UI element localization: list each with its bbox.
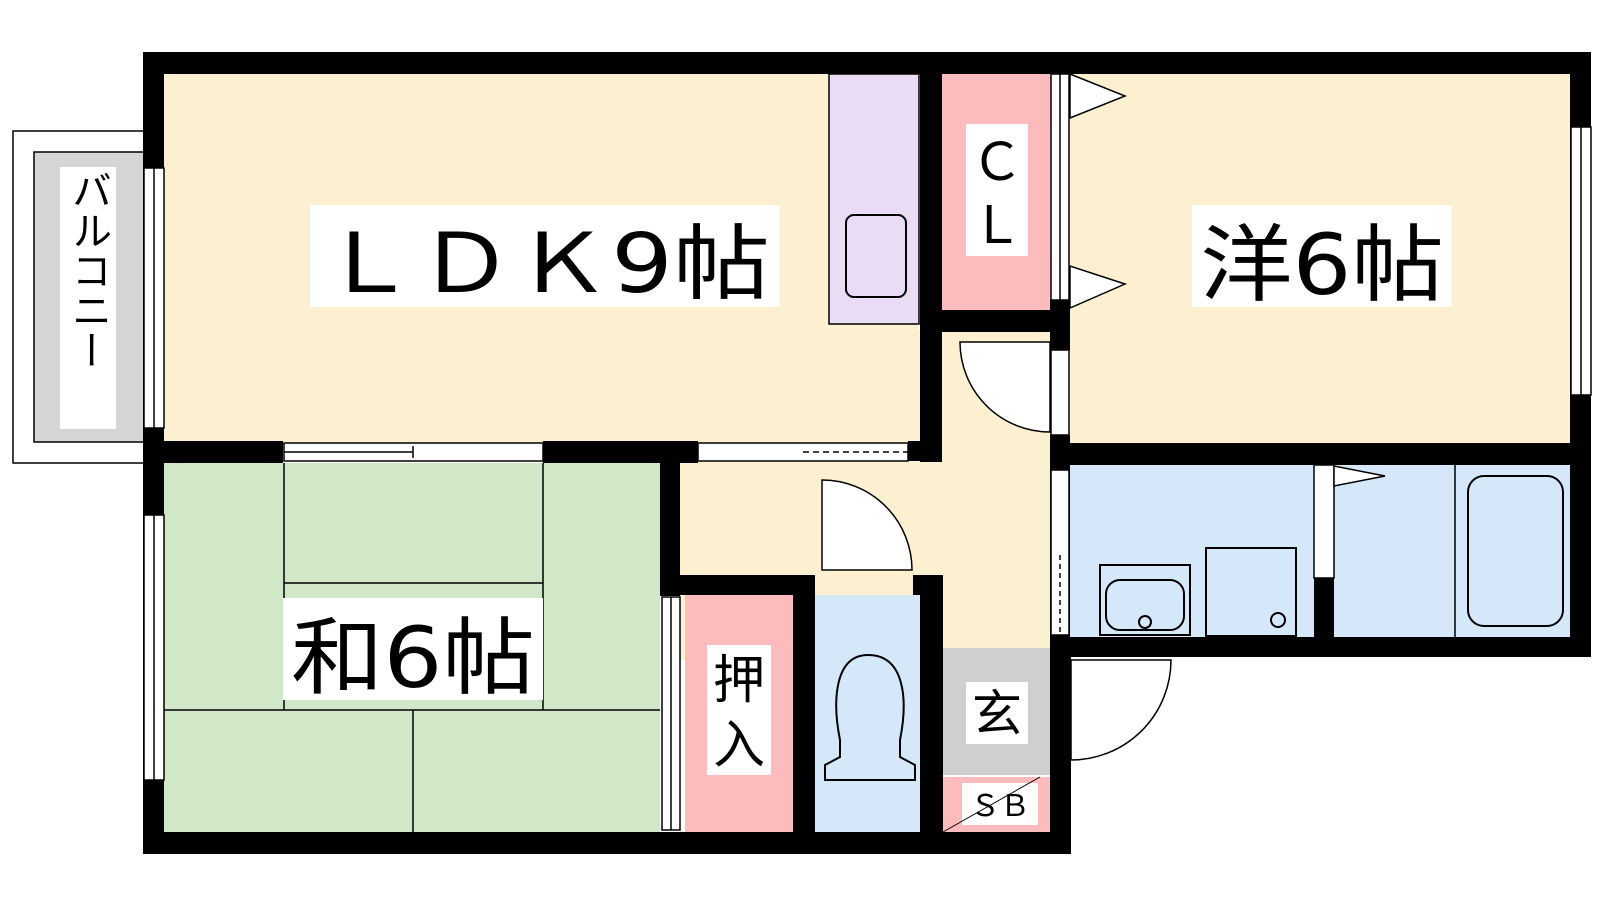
western-room-label: 洋6帖 xyxy=(1200,216,1444,314)
door-swings xyxy=(821,72,1386,761)
shoebox-label: ＳＢ xyxy=(970,789,1030,824)
sliding-doors xyxy=(283,73,1335,831)
toilet-icon xyxy=(824,653,916,781)
balcony-label-bg xyxy=(60,167,116,429)
oshiire-label-bg xyxy=(707,645,771,775)
closet-label-line1: Ｃ xyxy=(971,133,1023,193)
ldk-label: ＬＤＫ9帖 xyxy=(320,217,770,312)
bathtub-icon xyxy=(1467,475,1564,627)
closet-label-line2: Ｌ xyxy=(971,196,1023,256)
closet-label-bg xyxy=(966,124,1028,256)
shoebox-divider xyxy=(942,776,1041,833)
japanese-room-label-bg xyxy=(283,598,543,700)
washbasin-bowl-icon xyxy=(1105,579,1185,631)
kitchen-sink-icon xyxy=(845,214,907,298)
western-room-label-bg xyxy=(1192,205,1452,307)
washing-machine-drain-icon xyxy=(1270,612,1286,628)
balcony-label: バルコニー xyxy=(65,170,111,370)
washbasin-drain-icon xyxy=(1138,615,1152,629)
oshiire-label-line1: 押 xyxy=(713,651,765,711)
ldk-label-bg xyxy=(310,205,780,307)
genkan-label-bg xyxy=(966,682,1028,744)
shoebox-label-bg xyxy=(962,783,1038,825)
windows xyxy=(143,126,1592,781)
genkan-label: 玄 xyxy=(972,685,1022,743)
japanese-room-label: 和6帖 xyxy=(291,609,535,707)
oshiire-label-line2: 入 xyxy=(713,716,765,776)
